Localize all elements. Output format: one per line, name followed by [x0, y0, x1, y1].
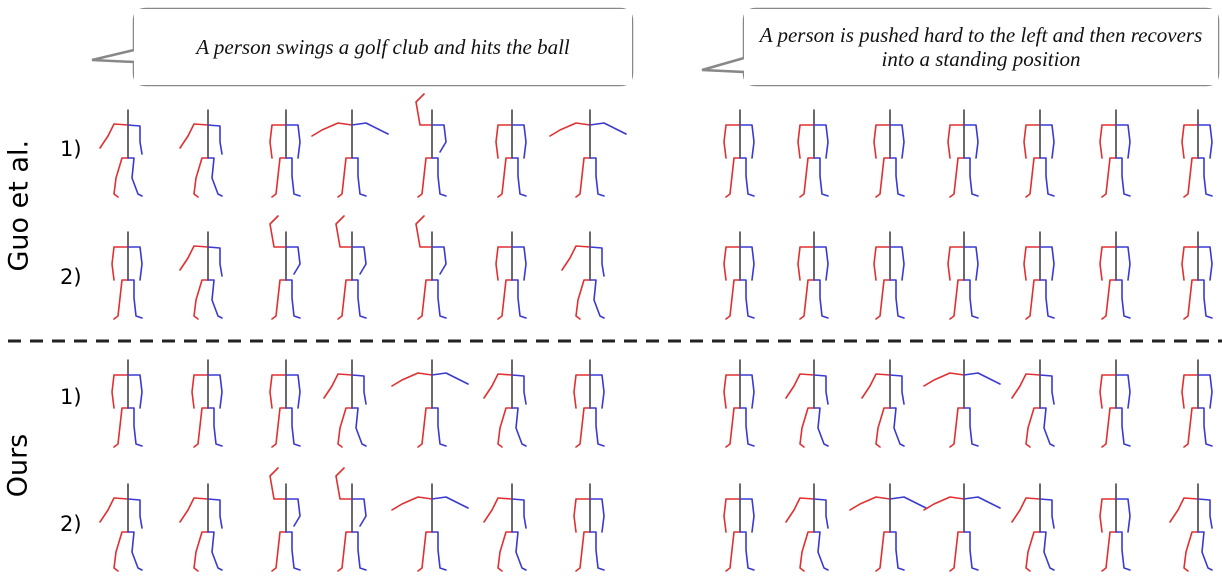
stick-figure-push-ours-2-6 — [1100, 484, 1130, 571]
stick-figure-push-guo-1-6 — [1100, 110, 1130, 197]
stick-figure-golf-guo-2-4 — [336, 216, 366, 319]
stick-figure-push-guo-1-3 — [874, 110, 904, 197]
stick-figure-push-ours-2-2 — [786, 484, 828, 571]
stick-figure-push-guo-1-1 — [724, 110, 754, 197]
stick-figure-push-ours-1-6 — [1100, 360, 1130, 447]
stick-figure-golf-ours-1-4 — [324, 360, 366, 447]
stick-figure-push-guo-2-2 — [798, 232, 828, 319]
stick-figure-push-ours-1-7 — [1182, 360, 1212, 447]
stick-figure-golf-ours-2-3 — [270, 468, 300, 571]
stick-figure-golf-guo-2-7 — [562, 232, 604, 319]
group-label-ours: Ours — [3, 431, 34, 501]
stick-figure-push-ours-2-4 — [924, 484, 1000, 571]
stick-figure-push-ours-2-5 — [1012, 484, 1054, 571]
stick-figure-push-ours-1-2 — [786, 360, 828, 447]
stick-figure-push-ours-1-5 — [1012, 360, 1054, 447]
stick-figure-golf-guo-1-4 — [312, 110, 388, 197]
stick-figure-golf-guo-1-6 — [496, 110, 526, 197]
stick-figure-push-ours-2-3 — [850, 484, 926, 571]
stick-figure-golf-ours-2-6 — [484, 484, 526, 571]
stick-figure-golf-ours-1-1 — [112, 360, 142, 447]
stick-figure-golf-guo-1-3 — [270, 110, 300, 197]
stick-figure-golf-guo-1-7 — [550, 110, 626, 197]
stick-figure-golf-ours-2-1 — [100, 484, 142, 571]
row-label-guo-2: 2) — [60, 265, 82, 289]
stick-figure-push-ours-1-3 — [862, 360, 904, 447]
stick-figure-golf-guo-1-2 — [180, 110, 222, 197]
stick-figure-golf-ours-2-7 — [574, 484, 604, 571]
caption-left: A person swings a golf club and hits the… — [134, 9, 632, 85]
stick-figure-push-ours-1-1 — [724, 360, 754, 447]
stick-figure-golf-ours-1-3 — [270, 360, 300, 447]
stick-figure-push-guo-2-7 — [1182, 232, 1212, 319]
stick-figure-push-ours-2-1 — [724, 484, 754, 571]
stick-figure-push-ours-2-7 — [1170, 484, 1212, 571]
stick-figure-push-guo-2-6 — [1100, 232, 1130, 319]
stick-figure-push-ours-1-4 — [924, 360, 1000, 447]
stick-figure-golf-ours-2-5 — [392, 484, 468, 571]
stick-figure-golf-ours-1-6 — [484, 360, 526, 447]
stick-figure-push-guo-2-3 — [874, 232, 904, 319]
stick-figure-golf-ours-2-2 — [180, 484, 222, 571]
stick-figure-push-guo-1-4 — [948, 110, 978, 197]
stick-figure-grid — [100, 94, 1212, 571]
stick-figure-push-guo-1-7 — [1182, 110, 1212, 197]
stick-figure-golf-guo-1-5 — [416, 94, 446, 197]
stick-figure-golf-guo-2-2 — [180, 232, 222, 319]
stick-figure-golf-ours-2-4 — [336, 468, 366, 571]
stick-figure-push-guo-2-5 — [1024, 232, 1054, 319]
stick-figure-golf-guo-1-1 — [100, 110, 142, 197]
stick-figure-golf-guo-2-3 — [270, 216, 300, 319]
stick-figure-golf-ours-1-7 — [574, 360, 604, 447]
row-label-guo-1: 1) — [60, 137, 82, 161]
stick-figure-push-guo-2-1 — [724, 232, 754, 319]
stick-figure-push-guo-2-4 — [948, 232, 978, 319]
stick-figure-push-guo-1-2 — [798, 110, 828, 197]
row-label-ours-1: 1) — [60, 385, 82, 409]
group-label-guo: Guo et al. — [4, 162, 35, 272]
stick-figure-push-guo-1-5 — [1024, 110, 1054, 197]
row-label-ours-2: 2) — [60, 512, 82, 536]
stick-figure-golf-guo-2-1 — [112, 232, 142, 319]
stick-figure-golf-ours-1-5 — [392, 360, 468, 447]
caption-right: A person is pushed hard to the left and … — [744, 9, 1218, 85]
stick-figure-golf-guo-2-6 — [496, 232, 526, 319]
stick-figure-golf-ours-1-2 — [192, 360, 222, 447]
stick-figure-golf-guo-2-5 — [416, 216, 446, 319]
